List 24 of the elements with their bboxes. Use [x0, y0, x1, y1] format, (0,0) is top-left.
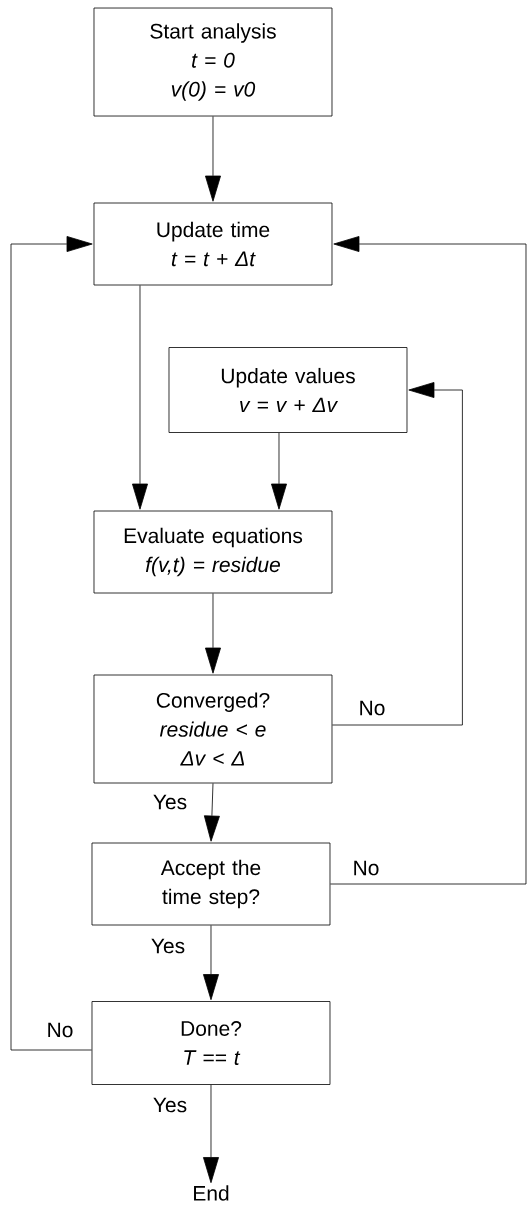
arrow	[132, 285, 148, 510]
arrow	[330, 236, 527, 885]
process-box: Start analysis t = 0 v(0) = v0	[93, 7, 333, 117]
process-box: Converged? residue < e Δv < Δ	[93, 674, 333, 784]
process-box: Update values v = v + Δv	[168, 347, 408, 433]
edge-label: No	[45, 1021, 75, 1039]
process-box: Done? T == t	[91, 1001, 331, 1085]
edge-label: No	[357, 699, 387, 717]
edge-label: Yes	[149, 937, 187, 955]
arrow	[10, 236, 93, 1051]
arrow	[205, 593, 221, 674]
edge-label: Yes	[151, 1096, 189, 1114]
arrow	[205, 116, 221, 202]
edge-label: Yes	[151, 793, 189, 811]
process-box: Update time t = t + Δt	[93, 202, 333, 286]
arrow	[203, 783, 220, 842]
arrow	[203, 1084, 219, 1184]
process-box: Evaluate equations f(v,t) = residue	[93, 510, 333, 594]
arrow	[271, 432, 287, 510]
process-box: Accept the time step?	[91, 842, 331, 926]
edge-label: No	[351, 859, 381, 877]
arrow	[203, 925, 219, 1001]
arrow	[332, 382, 463, 726]
end-label: End	[194, 1185, 229, 1201]
